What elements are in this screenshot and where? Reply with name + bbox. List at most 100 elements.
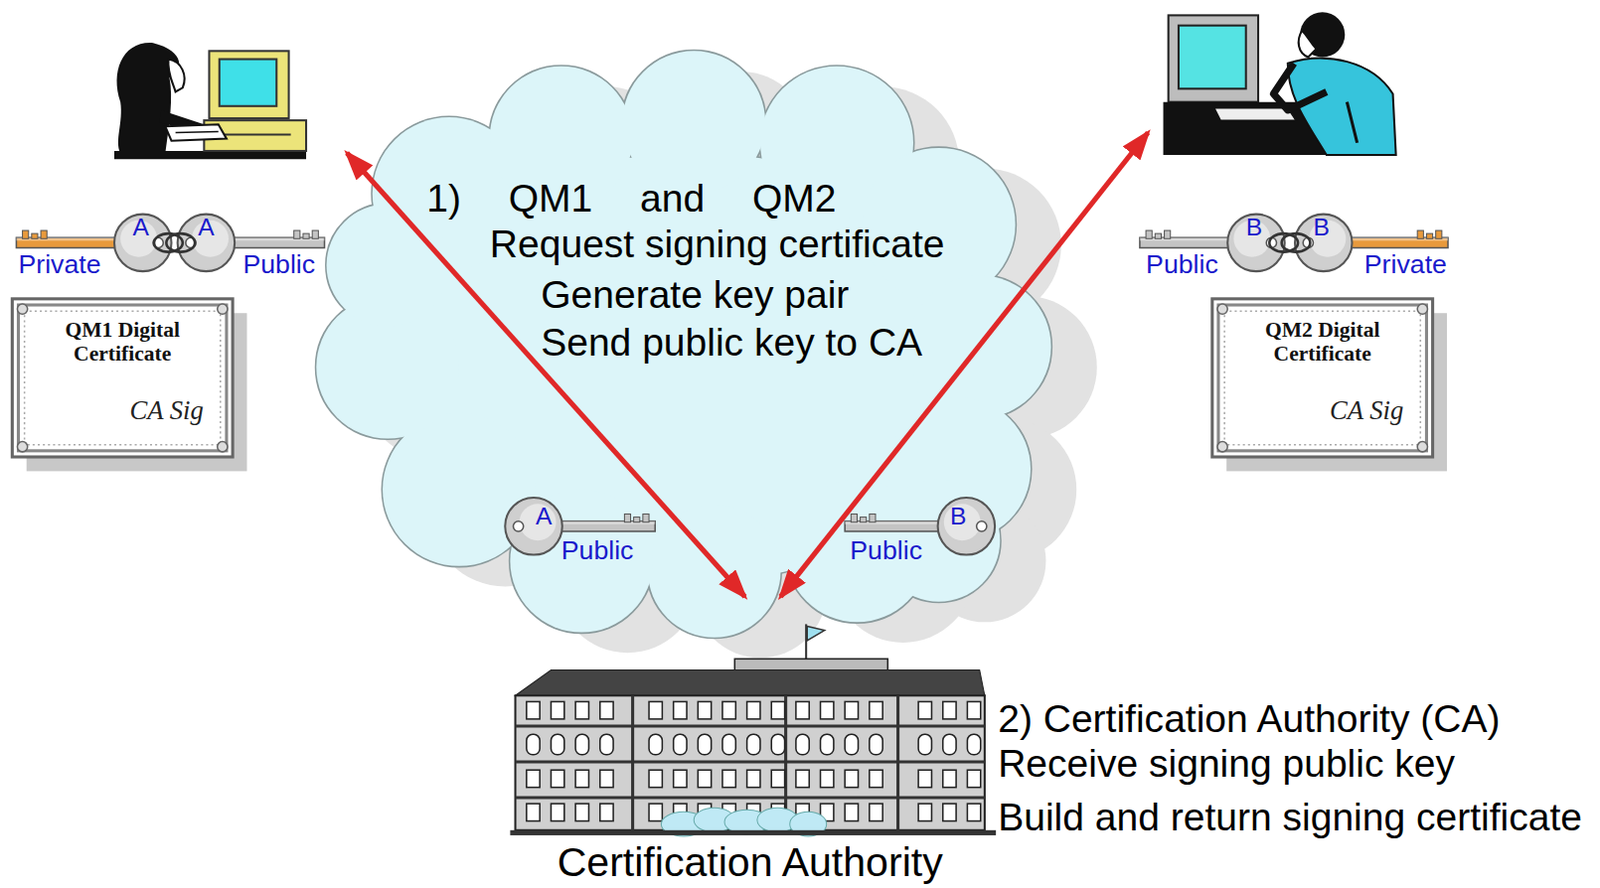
man-at-computer <box>1298 30 1317 58</box>
certificate-title: QM2 Digital Certificate <box>1230 317 1415 367</box>
certification-authority-outline <box>869 701 883 719</box>
digital-certificate-outline <box>1212 299 1434 458</box>
key-letter: B <box>950 501 966 530</box>
certification-authority-outline <box>747 770 761 788</box>
certification-authority-outline <box>796 770 809 788</box>
certification-authority-outline <box>943 770 957 788</box>
certification-authority-outline <box>673 734 687 756</box>
certification-authority-outline <box>896 695 900 831</box>
public-key-outline <box>624 514 631 523</box>
certification-authority-outline <box>722 770 736 788</box>
key-pair-outline <box>312 230 319 239</box>
public-key-outline <box>642 514 649 523</box>
certification-authority-outline <box>796 734 809 756</box>
certification-authority-outline <box>806 626 824 640</box>
key-letter: B <box>1312 213 1329 242</box>
man-at-computer <box>1273 63 1326 111</box>
key-pair-outline <box>1426 233 1433 239</box>
key-pair-outline <box>40 230 47 239</box>
certification-authority-outline <box>747 734 761 756</box>
certification-authority-outline <box>918 701 932 719</box>
key-letter: B <box>1246 213 1263 242</box>
woman-at-computer <box>175 131 219 133</box>
certification-authority-outline <box>515 760 985 764</box>
digital-certificate-outline <box>16 442 27 453</box>
certification-authority-outline <box>722 701 736 719</box>
woman-at-computer <box>164 124 227 141</box>
key-pair: Public B B Private <box>1137 198 1454 287</box>
public-key-outline <box>504 497 563 556</box>
public-key-outline <box>634 517 640 523</box>
certification-authority-outline <box>648 770 662 788</box>
public-key-outline <box>860 517 867 523</box>
certification-authority-outline <box>600 701 614 719</box>
digital-certificate-outline <box>1218 305 1427 452</box>
digital-certificate-outline <box>217 442 228 453</box>
certification-authority-outline <box>820 770 834 788</box>
digital-certificate: QM2 Digital CertificateCA Sig <box>1212 299 1434 458</box>
man-at-computer <box>1287 58 1397 156</box>
cloud-outline <box>509 489 653 634</box>
cloud-outline <box>908 275 1052 419</box>
key-label: Public <box>849 535 923 567</box>
certification-authority-outline <box>697 701 711 719</box>
man-at-computer <box>1346 102 1357 144</box>
certification-authority-outline <box>918 770 932 788</box>
certification-authority-outline <box>673 701 687 719</box>
step-text: Generate key pair <box>540 273 849 319</box>
key-pair: PrivateAAPublic <box>9 198 326 287</box>
cloud-outline <box>908 275 1052 419</box>
key-pair-outline <box>1154 233 1161 239</box>
key-pair-outline <box>1281 233 1311 252</box>
certification-authority-outline <box>550 803 564 821</box>
certification-authority-outline <box>844 803 858 821</box>
key-pair-outline <box>1145 230 1152 239</box>
key-label: Private <box>1364 250 1447 282</box>
certification-authority-outline <box>771 701 785 719</box>
step-heading: 1) QM1 and QM2 <box>426 176 836 222</box>
certification-authority-outline <box>869 770 883 788</box>
certification-authority-outline <box>869 734 883 756</box>
certification-authority-outline <box>526 803 540 821</box>
step-text: Build and return signing certificate <box>997 796 1583 841</box>
digital-certificate-outline <box>1224 311 1421 446</box>
key-pair-outline <box>230 237 324 241</box>
certification-authority-outline <box>509 830 996 836</box>
certification-authority-outline <box>550 701 564 719</box>
public-key-outline <box>976 521 987 532</box>
certification-authority-outline <box>918 803 932 821</box>
key-pair-outline <box>1436 230 1442 239</box>
key-pair-outline <box>31 233 38 239</box>
cloud-outline <box>622 50 766 194</box>
certification-authority-outline <box>648 701 662 719</box>
certification-authority-outline <box>631 695 635 831</box>
certification-authority-outline <box>943 803 957 821</box>
woman-at-computer <box>167 59 184 93</box>
cloud-outline <box>786 480 930 624</box>
cloud-outline <box>316 50 1097 658</box>
public-key: APublic <box>504 489 658 573</box>
certificate-title: QM1 Digital Certificate <box>30 317 215 367</box>
key-pair-outline <box>22 230 29 239</box>
certification-authority-outline <box>844 701 858 719</box>
key-letter: A <box>197 213 214 242</box>
digital-certificate-outline <box>17 305 226 452</box>
woman-at-computer <box>114 42 307 160</box>
certification-authority-outline <box>844 734 858 756</box>
digital-certificate-outline <box>217 304 228 315</box>
key-pair-outline <box>1164 230 1171 239</box>
cloud-outline <box>326 203 450 326</box>
digital-certificate-outline <box>1417 304 1428 315</box>
certification-authority-outline <box>515 725 985 729</box>
public-key-outline <box>558 521 656 525</box>
key-pair-outline <box>1139 237 1232 241</box>
man-at-computer <box>1178 25 1247 90</box>
certification-authority-outline <box>722 734 736 756</box>
certification-authority-outline <box>844 770 858 788</box>
certification-authority-outline <box>966 701 980 719</box>
cloud-outline <box>786 480 930 624</box>
certification-authority-outline <box>820 734 834 756</box>
key-letter: A <box>535 501 552 530</box>
certification-authority-outline <box>515 670 985 697</box>
key-label: Public <box>1145 250 1219 282</box>
